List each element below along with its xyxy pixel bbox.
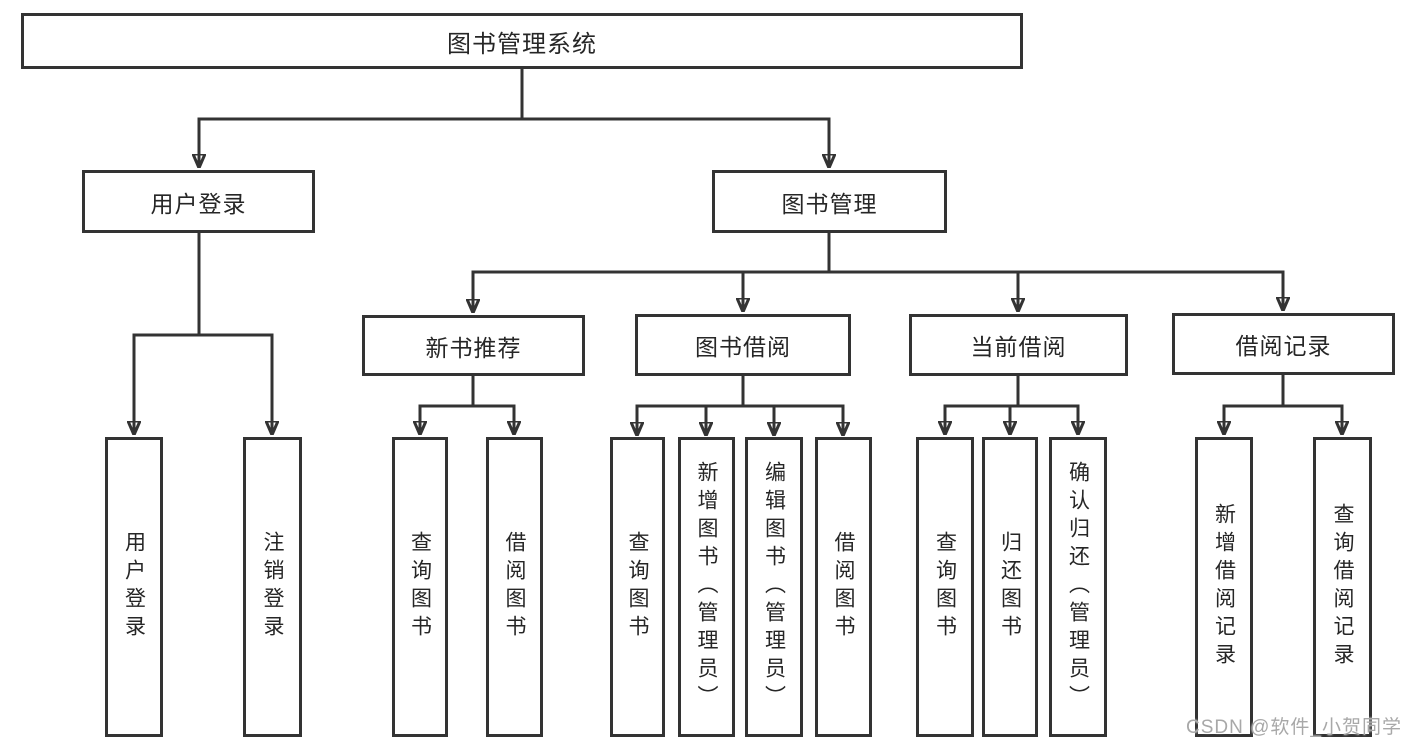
node-new-book-recommend-label: 新书推荐 <box>425 334 522 361</box>
leaf-add-books-admin-label: 新增图书（管理员） <box>695 461 718 713</box>
node-borrow-record-label: 借阅记录 <box>1235 333 1332 359</box>
edge-book-mgmt-to-borrow <box>743 233 831 311</box>
leaf-confirm-return-admin-label: 确认归还（管理员） <box>1066 461 1090 713</box>
edge-borrow-to-query <box>637 376 745 435</box>
leaf-logout: 注销登录 <box>243 437 302 737</box>
edge-record-to-query <box>1281 375 1342 434</box>
edge-book-mgmt-to-new-book <box>473 233 831 312</box>
edge-root-to-user-login <box>199 69 524 167</box>
leaf-borrow-books-label: 借阅图书 <box>832 531 855 643</box>
node-user-login: 用户登录 <box>82 170 315 233</box>
leaf-query-books-recommend: 查询图书 <box>392 437 448 737</box>
edge-current-to-query <box>945 376 1020 434</box>
leaf-query-books-current: 查询图书 <box>916 437 974 737</box>
leaf-user-login-label: 用户登录 <box>122 531 146 643</box>
leaf-add-borrow-record-label: 新增借阅记录 <box>1212 503 1236 671</box>
leaf-return-books-label: 归还图书 <box>998 531 1022 643</box>
leaf-borrow-books-recommend-label: 借阅图书 <box>503 531 526 643</box>
leaf-query-borrow-record-label: 查询借阅记录 <box>1331 503 1354 671</box>
node-user-login-label: 用户登录 <box>150 190 247 217</box>
leaf-user-login: 用户登录 <box>105 437 163 737</box>
leaf-query-borrow-record: 查询借阅记录 <box>1313 437 1372 737</box>
edge-book-mgmt-to-current <box>827 233 1018 311</box>
leaf-edit-books-admin: 编辑图书（管理员） <box>745 437 803 737</box>
node-root-label: 图书管理系统 <box>447 30 597 58</box>
edge-new-book-to-borrow <box>471 376 514 434</box>
leaf-query-books-borrow-label: 查询图书 <box>626 531 649 643</box>
edge-user-login-to-logout <box>197 233 272 434</box>
node-book-management: 图书管理 <box>712 170 947 233</box>
node-book-borrow: 图书借阅 <box>635 314 851 376</box>
edge-record-to-add <box>1224 375 1285 434</box>
edge-new-book-to-query <box>420 376 475 434</box>
leaf-edit-books-admin-label: 编辑图书（管理员） <box>762 461 786 713</box>
edge-user-login-to-login <box>134 233 201 434</box>
leaf-query-books-recommend-label: 查询图书 <box>408 531 432 643</box>
edge-borrow-to-borrow <box>741 376 843 435</box>
leaf-borrow-books-recommend: 借阅图书 <box>486 437 543 737</box>
node-borrow-record: 借阅记录 <box>1172 313 1395 375</box>
node-book-management-label: 图书管理 <box>781 190 878 217</box>
leaf-add-books-admin: 新增图书（管理员） <box>678 437 735 737</box>
node-book-borrow-label: 图书借阅 <box>695 334 791 360</box>
edge-borrow-to-add <box>706 376 745 435</box>
leaf-borrow-books: 借阅图书 <box>815 437 872 737</box>
edge-current-to-confirm <box>1016 376 1078 434</box>
edge-book-mgmt-to-record <box>827 233 1283 310</box>
node-new-book-recommend: 新书推荐 <box>362 315 585 376</box>
watermark: CSDN @软件_小贺同学 <box>1186 717 1402 738</box>
node-current-borrow: 当前借阅 <box>909 314 1128 376</box>
leaf-query-books-borrow: 查询图书 <box>610 437 665 737</box>
leaf-return-books: 归还图书 <box>982 437 1038 737</box>
edge-root-to-book-mgmt <box>520 69 829 167</box>
leaf-query-books-current-label: 查询图书 <box>933 531 957 643</box>
leaf-confirm-return-admin: 确认归还（管理员） <box>1049 437 1107 737</box>
node-current-borrow-label: 当前借阅 <box>970 334 1067 360</box>
leaf-logout-label: 注销登录 <box>261 531 284 643</box>
leaf-add-borrow-record: 新增借阅记录 <box>1195 437 1253 737</box>
edge-borrow-to-edit <box>741 376 774 435</box>
edge-current-to-return <box>1010 376 1020 434</box>
node-root-system: 图书管理系统 <box>21 13 1023 69</box>
